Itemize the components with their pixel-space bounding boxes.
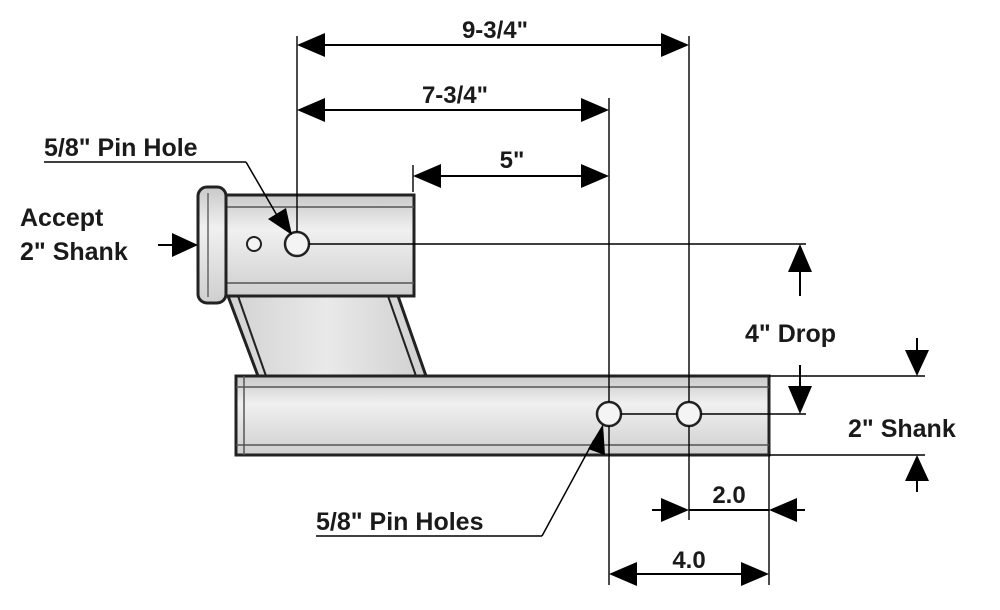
leader-arrow-icon (588, 424, 605, 455)
arrow-left-icon (769, 498, 797, 522)
arrow-left-icon (297, 33, 325, 57)
shank-label: 2" Shank (848, 415, 956, 443)
receiver-pin-hole (283, 230, 311, 258)
dimension-short-label: 5" (500, 147, 525, 174)
arrow-right-icon (172, 233, 198, 257)
accept-label-line2: 2" Shank (20, 238, 128, 266)
pin-hole-label: 5/8" Pin Hole (44, 134, 198, 162)
hitch-body (196, 185, 771, 457)
arrow-left-icon (609, 562, 637, 586)
dimension-drop: 4" Drop (745, 244, 836, 414)
dimension-mid-label: 7-3/4" (422, 82, 488, 109)
spacing-small-label: 2.0 (712, 482, 745, 509)
shank-pin-hole-2 (675, 400, 703, 428)
arrow-right-icon (661, 33, 689, 57)
plate-edge-left (237, 295, 267, 377)
pin-holes-callout: 5/8" Pin Holes (316, 424, 605, 537)
arrow-right-icon (581, 98, 609, 122)
dimension-spacing-large: 4.0 (609, 547, 769, 586)
arrow-right-icon (581, 164, 609, 188)
arrow-right-icon (741, 562, 769, 586)
extension-lines (296, 36, 925, 585)
shank-pin-hole-1 (595, 400, 623, 428)
arrow-right-icon (661, 498, 689, 522)
accept-label-line1: Accept (20, 204, 104, 232)
receiver-tube (212, 193, 416, 298)
dimension-short: 5" (412, 147, 609, 192)
drop-plate (225, 294, 429, 378)
pin-hole-callout: 5/8" Pin Hole (44, 134, 292, 235)
arrow-left-icon (413, 164, 441, 188)
spacing-large-label: 4.0 (672, 547, 705, 574)
arrow-down-icon (788, 386, 812, 414)
dimension-mid: 7-3/4" (297, 82, 609, 122)
dimension-overall-label: 9-3/4" (462, 17, 528, 44)
arrow-up-icon (905, 455, 929, 481)
drop-label: 4" Drop (745, 320, 836, 348)
dimension-spacing-small: 2.0 (652, 482, 805, 522)
arrow-left-icon (297, 98, 325, 122)
safety-chain-hole (246, 236, 262, 252)
dimension-overall: 9-3/4" (297, 17, 689, 57)
plate-edge-right (387, 295, 417, 377)
accept-shank-callout: Accept 2" Shank (20, 204, 198, 266)
arrow-up-icon (788, 244, 812, 272)
arrow-down-icon (905, 350, 929, 376)
receiver-collar (196, 185, 228, 305)
pin-holes-label: 5/8" Pin Holes (316, 508, 483, 536)
leader-arrow-icon (268, 208, 292, 235)
dimension-shank: 2" Shank (848, 338, 956, 492)
